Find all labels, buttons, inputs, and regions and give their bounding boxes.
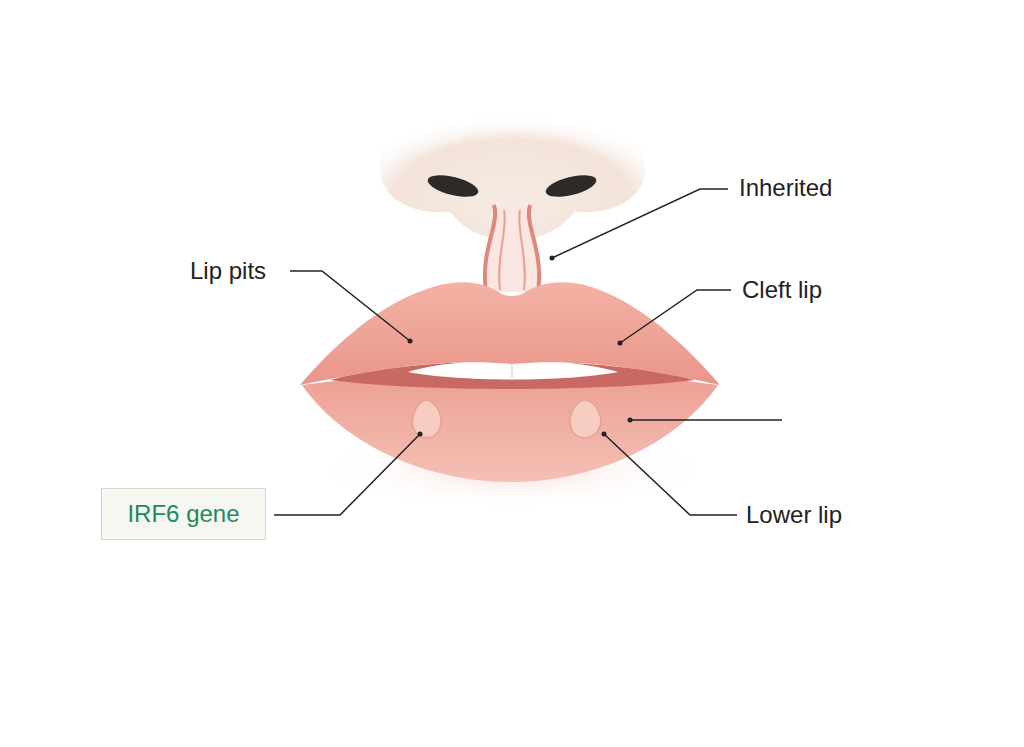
leader-dot bbox=[408, 339, 413, 344]
cleft-edge bbox=[529, 205, 539, 292]
leader-line bbox=[552, 189, 728, 258]
lip-pit bbox=[570, 400, 601, 438]
upper-lip bbox=[300, 282, 720, 385]
cleft-edge bbox=[499, 210, 525, 290]
leader-line bbox=[620, 290, 731, 343]
leader-line bbox=[604, 434, 737, 515]
leader-line bbox=[274, 434, 420, 515]
part-label: Lip pits bbox=[190, 257, 266, 285]
cleft-edge bbox=[485, 205, 495, 292]
philtrum bbox=[485, 205, 539, 292]
leader-dot bbox=[550, 256, 555, 261]
part-label: Inherited bbox=[739, 174, 832, 202]
gene-name: IRF6 gene bbox=[127, 500, 239, 528]
leader-dot bbox=[618, 341, 623, 346]
gene-box: IRF6 gene bbox=[101, 488, 266, 540]
leader-dot bbox=[418, 432, 423, 437]
part-label: Lower lip bbox=[746, 501, 842, 529]
nostril bbox=[426, 171, 481, 201]
part-label: Cleft lip bbox=[742, 276, 822, 304]
leader-line bbox=[290, 271, 410, 341]
leader-dot bbox=[628, 418, 633, 423]
lip-pit bbox=[412, 400, 441, 438]
nostril bbox=[544, 171, 599, 201]
leader-dot bbox=[602, 432, 607, 437]
leader-line bbox=[630, 419, 782, 421]
